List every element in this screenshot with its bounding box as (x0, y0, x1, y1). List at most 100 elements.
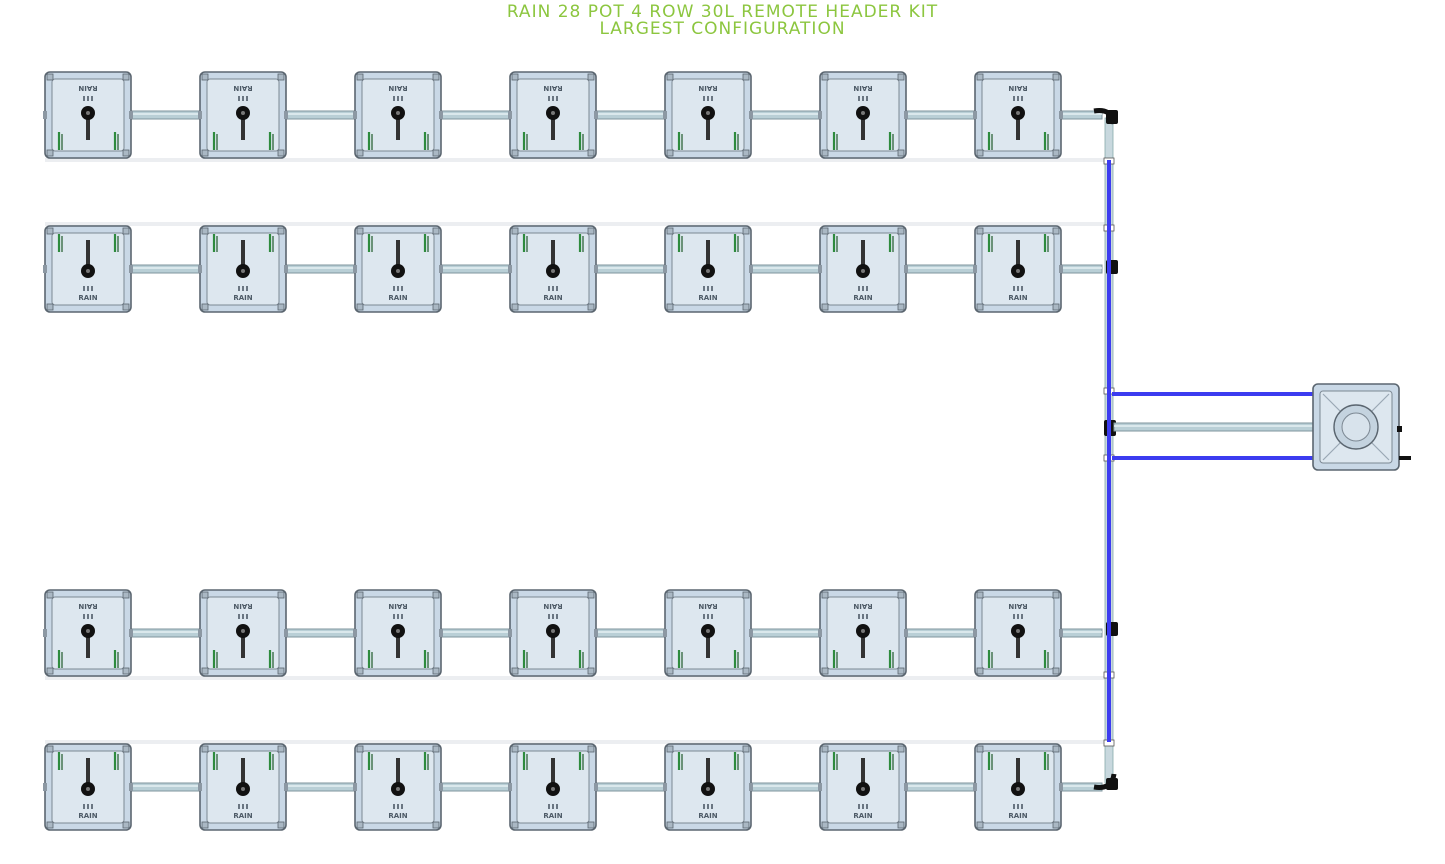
pot-vent (401, 614, 403, 619)
pot-side-notch (973, 783, 977, 791)
pot-vent (238, 286, 240, 291)
remote-header-tank (1312, 383, 1411, 471)
pot-brand-label: RAIN (543, 294, 562, 302)
drain-outlet-center (1016, 629, 1020, 633)
pot-vent (556, 804, 558, 809)
drain-outlet-center (86, 787, 90, 791)
pot-side-notch (198, 629, 202, 637)
pot-corner-tab (432, 303, 440, 311)
pot-vent (703, 614, 705, 619)
header-tank-cap-inner (1341, 412, 1371, 442)
pot-side-notch (129, 111, 133, 119)
pot-vent (242, 96, 244, 101)
pot-side-notch (508, 629, 512, 637)
pot-corner-tab (277, 73, 285, 81)
pot-corner-tab (897, 591, 905, 599)
pot-brand-label: RAIN (853, 294, 872, 302)
pot-brand-label: RAIN (1008, 602, 1027, 610)
pot-corner-tab (122, 821, 130, 829)
pot-vent (703, 96, 705, 101)
pot-corner-tab (587, 667, 595, 675)
pot-brand-label: RAIN (388, 84, 407, 92)
pot-corner-tab (511, 591, 519, 599)
pot-r4-c7: RAIN (973, 743, 1063, 831)
pot-corner-tab (976, 667, 984, 675)
pot-corner-tab (511, 227, 519, 235)
pot-corner-tab (587, 745, 595, 753)
pot-corner-tab (1052, 303, 1060, 311)
pot-vent (858, 614, 860, 619)
pot-corner-tab (1052, 73, 1060, 81)
drain-outlet-center (861, 111, 865, 115)
pot-side-notch (439, 265, 443, 273)
pot-corner-tab (432, 149, 440, 157)
pot-side-notch (594, 783, 598, 791)
pot-corner-tab (666, 149, 674, 157)
pot-vent (866, 804, 868, 809)
pot-corner-tab (356, 303, 364, 311)
pot-r3-c1: RAIN (43, 589, 133, 677)
pot-corner-tab (46, 73, 54, 81)
pot-vent (556, 286, 558, 291)
pot-corner-tab (821, 227, 829, 235)
pot-r2-c4: RAIN (508, 225, 598, 313)
pot-corner-tab (897, 73, 905, 81)
drain-outlet-center (86, 111, 90, 115)
pot-brand-label: RAIN (388, 602, 407, 610)
pot-side-notch (353, 783, 357, 791)
pot-vent (393, 804, 395, 809)
pot-corner-tab (742, 745, 750, 753)
pot-r4-c6: RAIN (818, 743, 908, 831)
pot-brand-label: RAIN (853, 602, 872, 610)
pot-corner-tab (277, 745, 285, 753)
pot-r1-c3: RAIN (353, 71, 443, 159)
pot-vent (703, 286, 705, 291)
pot-corner-tab (587, 73, 595, 81)
pot-corner-tab (46, 591, 54, 599)
pot-side-notch (749, 629, 753, 637)
pot-side-notch (508, 111, 512, 119)
header-return-pipe (1113, 422, 1319, 432)
pot-vent (242, 614, 244, 619)
pot-side-notch (508, 265, 512, 273)
pot-vent (548, 614, 550, 619)
pot-vent (1013, 286, 1015, 291)
pot-corner-tab (356, 667, 364, 675)
pot-vent (87, 96, 89, 101)
pot-side-notch (594, 629, 598, 637)
pot-vent (556, 96, 558, 101)
pot-vent (707, 804, 709, 809)
pot-corner-tab (976, 303, 984, 311)
pot-corner-tab (46, 821, 54, 829)
pot-brand-label: RAIN (388, 812, 407, 820)
pot-corner-tab (976, 745, 984, 753)
pot-r4-c1: RAIN (43, 743, 133, 831)
pot-corner-tab (432, 667, 440, 675)
pot-corner-tab (666, 745, 674, 753)
pot-vent (858, 96, 860, 101)
pot-corner-tab (46, 149, 54, 157)
pot-vent (87, 286, 89, 291)
pot-r1-c7: RAIN (973, 71, 1063, 159)
pot-corner-tab (821, 591, 829, 599)
pot-corner-tab (46, 667, 54, 675)
pot-corner-tab (122, 667, 130, 675)
drain-outlet-center (706, 629, 710, 633)
pot-vent (858, 804, 860, 809)
pot-side-notch (749, 265, 753, 273)
pot-r1-c4: RAIN (508, 71, 598, 159)
pot-corner-tab (976, 821, 984, 829)
pot-vent (397, 804, 399, 809)
pot-vent (397, 286, 399, 291)
pot-side-notch (904, 111, 908, 119)
pot-corner-tab (201, 591, 209, 599)
pot-vent (711, 286, 713, 291)
pot-corner-tab (511, 821, 519, 829)
pot-corner-tab (122, 227, 130, 235)
drain-outlet-center (551, 269, 555, 273)
pot-corner-tab (356, 149, 364, 157)
pot-vent (862, 286, 864, 291)
pot-corner-tab (742, 149, 750, 157)
pot-brand-label: RAIN (543, 812, 562, 820)
pot-vent (1021, 286, 1023, 291)
